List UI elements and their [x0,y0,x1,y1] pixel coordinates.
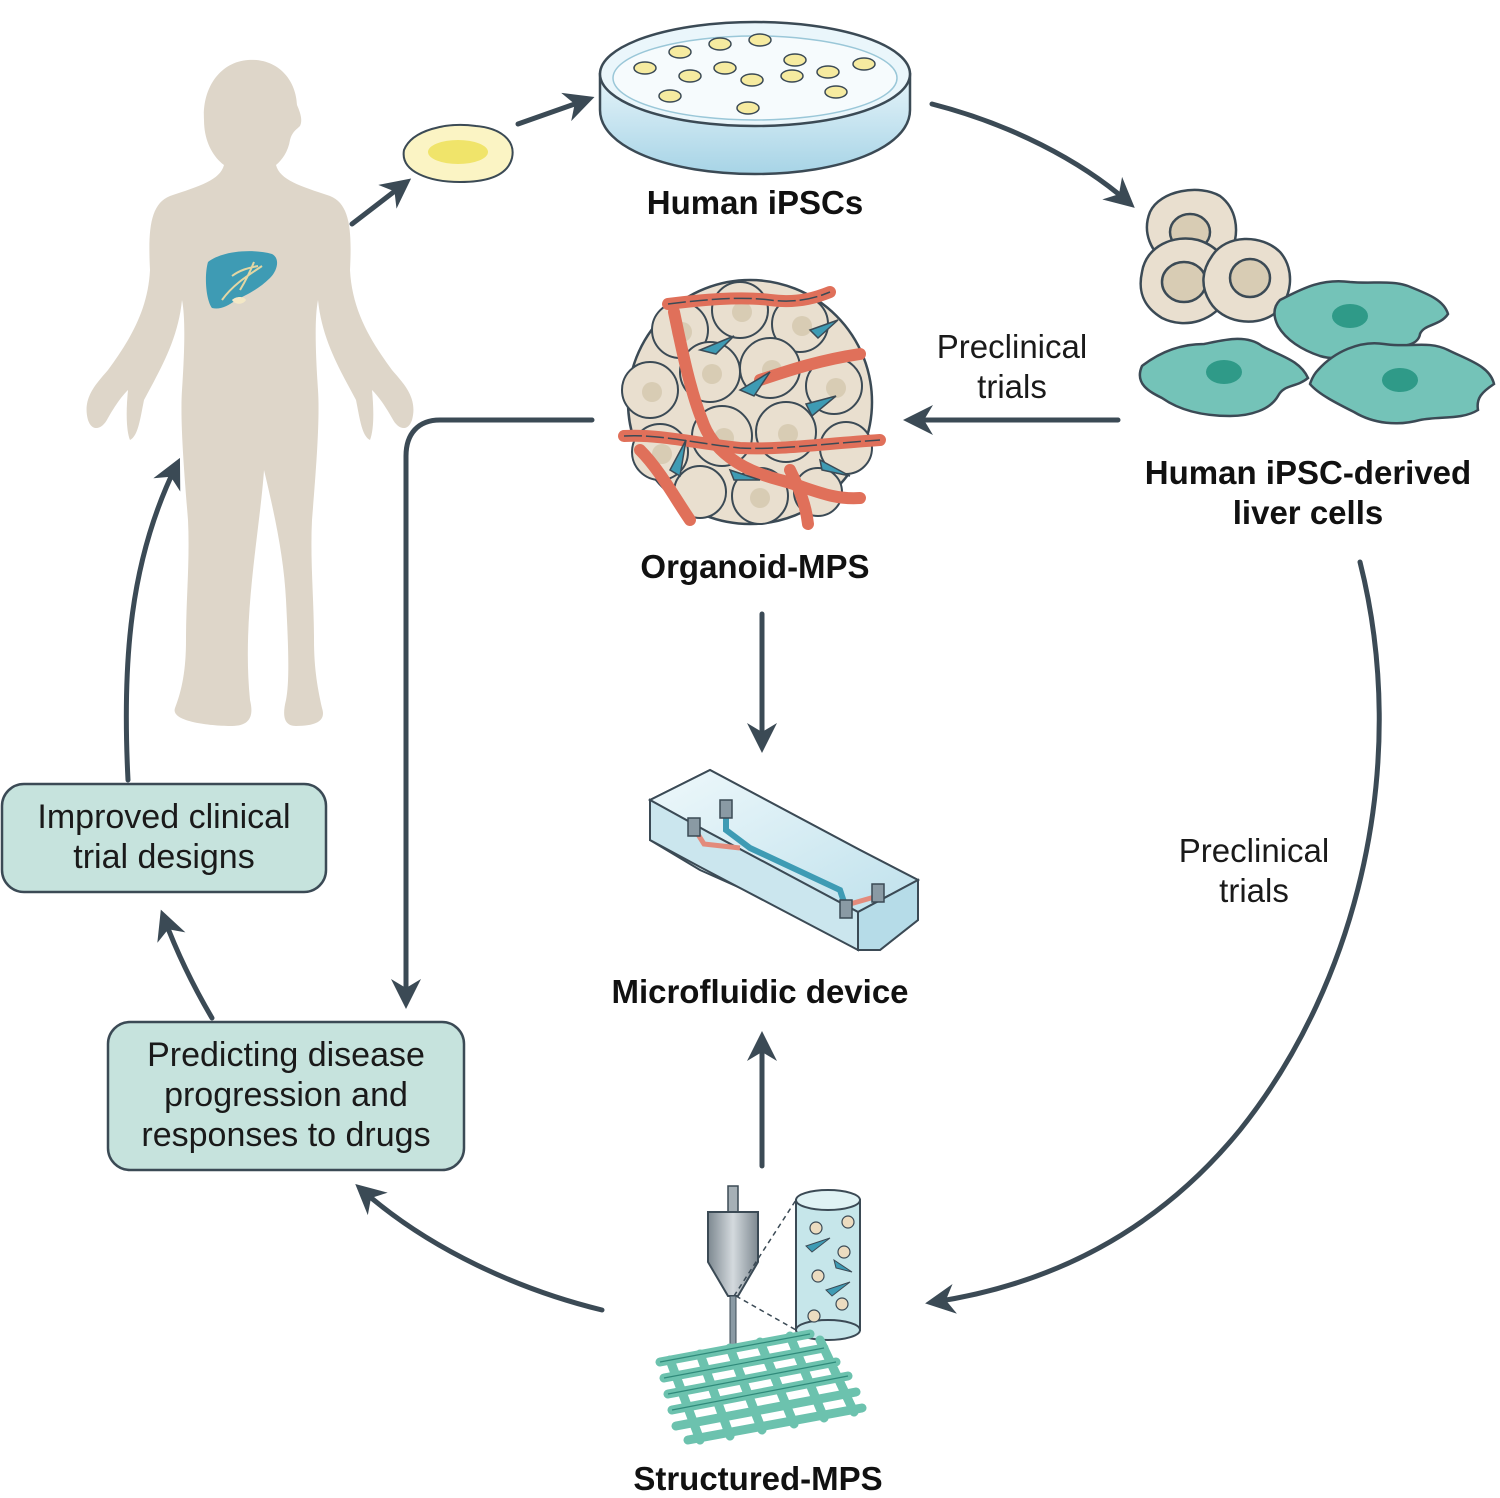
improved-box-line1: Improved clinical [37,798,290,836]
arrow-structured-to-predicting [355,1184,605,1313]
preclinical-right-line1: Preclinical [1179,832,1329,869]
organoid-illustration [618,278,886,530]
petri-dish-icon [598,20,912,176]
preclinical-top-line1: Preclinical [937,328,1087,365]
arrow-predicting-to-improved [157,909,215,1021]
preclinical-top-line2: trials [977,368,1047,405]
arrow-liver-to-structured [925,559,1382,1314]
predicting-box-line1: Predicting disease [147,1036,425,1074]
improved-trials-box: Improved clinical trial designs [0,782,328,894]
structured-label: Structured-MPS [633,1460,882,1493]
liver-cells-label-line1: Human iPSC-derived [1145,454,1471,491]
liver-cells-label-line2: liver cells [1233,494,1383,531]
arrow-ipsc-to-liver [929,101,1135,208]
predicting-box-line3: responses to drugs [141,1116,430,1154]
improved-box-line2: trial designs [73,838,254,876]
arrow-cell-to-ipsc [515,92,595,127]
bioprinter-illustration [655,1185,867,1445]
human-body-figure [86,59,414,727]
organoid-label: Organoid-MPS [640,548,869,585]
ipsc-label: Human iPSCs [647,184,863,221]
arrow-body-to-cell [349,178,412,227]
microfluidic-chip-illustration [647,768,921,952]
somatic-cell-icon [402,124,514,184]
predicting-box-line2: progression and [164,1076,408,1114]
flow-arrows [123,92,1382,1314]
liver-cells-illustration [1138,188,1496,425]
predicting-box: Predicting disease progression and respo… [106,1020,466,1172]
arrow-organoid-to-predicting [391,417,595,1009]
preclinical-right-line2: trials [1219,872,1289,909]
microfluidic-label: Microfluidic device [611,973,908,1010]
arrow-improved-to-body [123,457,181,783]
